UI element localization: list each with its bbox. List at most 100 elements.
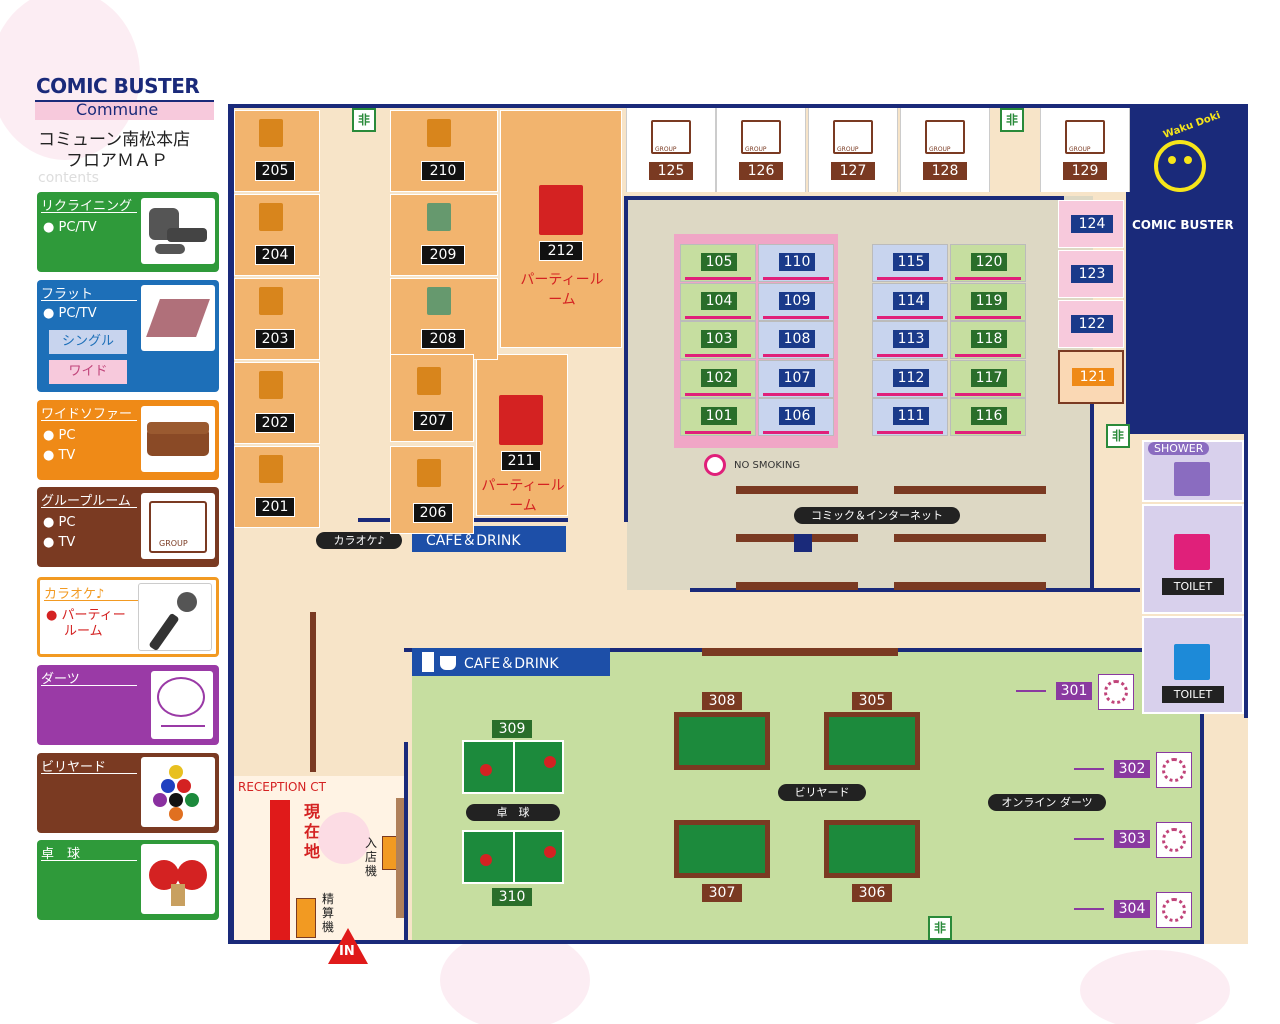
karaoke-room[interactable]: 207 [390,354,474,442]
microphone-icon [259,119,283,147]
pingpong-paddles-icon [141,844,215,914]
current-location-label: 現在地 [304,802,321,861]
store-name: コミューン南松本店 [38,130,191,150]
dart-machine[interactable] [1156,822,1192,858]
dart-arrow-icon [1016,690,1046,692]
dart-machine[interactable] [1156,752,1192,788]
karaoke-room[interactable]: 208 [390,278,498,360]
commune-banner [35,100,214,120]
booth[interactable]: 105 [680,244,756,282]
legend-group-room: グループルーム ● PC ● TV GROUP [37,487,219,567]
booth-divider [685,392,751,396]
booth[interactable]: 109 [758,282,834,321]
karaoke-room[interactable]: 206 [390,446,474,534]
flat-room-wide[interactable]: 122 [1058,300,1124,348]
booth[interactable]: 103 [680,321,756,359]
booth-divider [877,315,943,319]
billiard-table-305[interactable] [824,712,920,770]
booth[interactable]: 106 [758,398,834,436]
booth[interactable]: 107 [758,359,834,398]
contents-label: contents [38,170,99,186]
bench [702,648,898,656]
booth-number: 102 [701,368,737,387]
booth[interactable]: 114 [872,282,948,321]
pingpong-table-310[interactable] [462,830,564,884]
toilet-men[interactable]: TOILET [1142,616,1244,714]
karaoke-room[interactable]: 201 [234,446,320,528]
billiard-balls-icon [141,757,215,827]
booth-divider [763,431,829,434]
group-icon-label: GROUP [745,146,767,153]
flat-room-orange[interactable]: 121 [1058,350,1124,404]
booth[interactable]: 101 [680,398,756,436]
dart-machine[interactable] [1098,674,1134,710]
booth-divider [685,315,751,319]
booth[interactable]: 117 [950,359,1026,398]
booth[interactable]: 118 [950,321,1026,359]
booth[interactable]: 120 [950,244,1026,282]
flat-room-wide[interactable]: 124 [1058,200,1124,248]
legend-title: ビリヤード [41,760,107,775]
party-room-211[interactable]: 211 パーティールーム [476,354,568,516]
booth-divider [763,277,829,280]
divider [41,860,137,861]
karaoke-room[interactable]: 210 [390,110,498,192]
toilet-women[interactable]: TOILET [1142,504,1244,614]
booth-number: 113 [893,330,929,348]
dartboard-icon [1162,828,1186,852]
booth[interactable]: 111 [872,398,948,436]
booth[interactable]: 113 [872,321,948,359]
recliner-chair-icon [141,198,215,264]
room-number: 201 [255,497,295,517]
booth-number: 111 [893,407,929,425]
booth[interactable]: 119 [950,282,1026,321]
room-number: 203 [255,329,295,349]
payment-machine-label: 精算機 [322,892,335,934]
pingpong-table-309[interactable] [462,740,564,794]
booth[interactable]: 102 [680,359,756,398]
booth[interactable]: 116 [950,398,1026,436]
room-number: 121 [1072,368,1114,386]
microphone-icon [259,287,283,315]
karaoke-room[interactable]: 205 [234,110,320,192]
dart-arrow-icon [1074,908,1104,910]
billiard-table-306[interactable] [824,820,920,878]
legend-item: ● TV [43,535,76,550]
flower-decoration [0,0,140,160]
shower-room[interactable]: SHOWER [1142,440,1244,502]
legend-item: ● PC/TV [43,306,97,321]
legend-item: ルーム [64,624,103,639]
divider [41,507,137,508]
party-room-212[interactable]: 212 パーティールーム [500,110,622,348]
dart-machine[interactable] [1156,892,1192,928]
booth[interactable]: 104 [680,282,756,321]
booth[interactable]: 115 [872,244,948,282]
billiard-number: 306 [852,884,892,902]
billiard-table-308[interactable] [674,712,770,770]
karaoke-room[interactable]: 202 [234,362,320,444]
booth-divider [763,315,829,319]
karaoke-room[interactable]: 209 [390,194,498,276]
karaoke-room[interactable]: 204 [234,194,320,276]
karaoke-room[interactable]: 203 [234,278,320,360]
microphone-icon [539,185,583,235]
booth[interactable]: 110 [758,244,834,282]
pillar [794,534,812,552]
billiard-table-307[interactable] [674,820,770,878]
legend-wide-sofa: ワイドソファー ● PC ● TV [37,400,219,480]
dart-number: 303 [1114,830,1150,848]
flat-room-wide[interactable]: 123 [1058,250,1124,298]
booth[interactable]: 108 [758,321,834,359]
booth-divider [955,354,1021,357]
dartboard-icon [1104,680,1128,704]
booth-divider [685,354,751,357]
room-number: 122 [1071,315,1113,333]
legend-title: ダーツ [41,672,80,687]
booth[interactable]: 112 [872,359,948,398]
